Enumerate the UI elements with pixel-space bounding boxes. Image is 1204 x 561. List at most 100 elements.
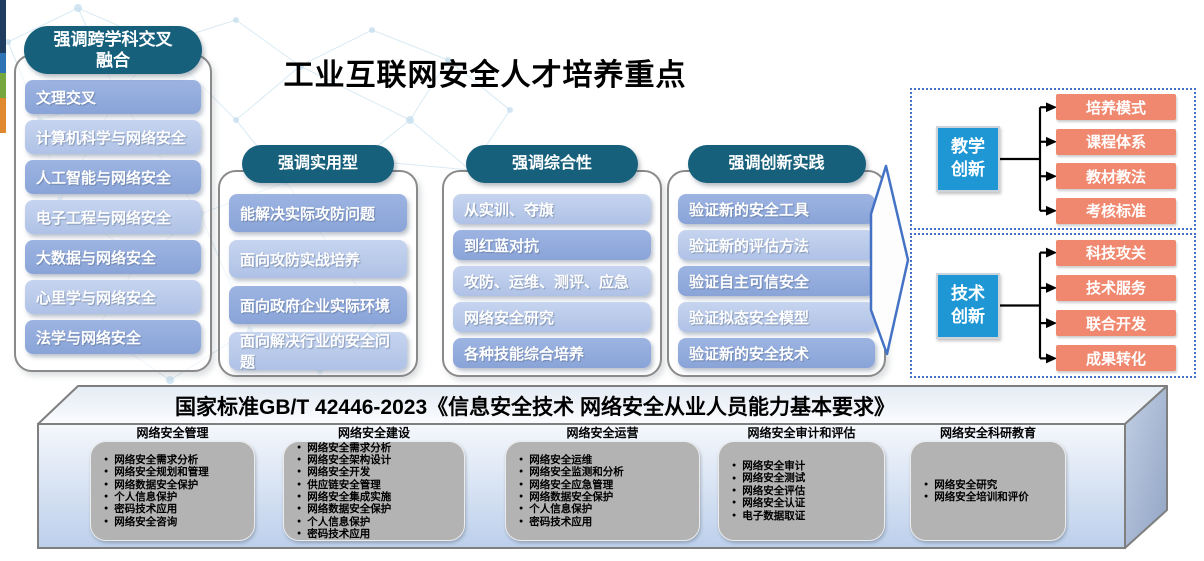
panel-practical: 强调实用型 能解决实际攻防问题面向攻防实战培养面向政府企业实际环境面向解决行业的… [218,145,418,377]
item-list: 文理交叉计算机科学与网络安全人工智能与网络安全电子工程与网络安全大数据与网络安全… [25,80,201,354]
column-header-pill: 强调实用型 [242,145,394,183]
bullet-icon: ● [732,486,737,494]
bullet-icon: ● [297,468,302,476]
column-header-pill: 强调综合性 [466,145,638,183]
item-card: 法学与网络安全 [25,320,201,354]
teaching-innovation-panel: 教学 创新 培养模式课程体系教材教法考核标准 [910,88,1196,230]
bullet-icon: ● [297,530,302,538]
flow-arrow-icon [869,164,910,356]
bullet-icon: ● [104,493,109,501]
list-item: ●个人信息保护 [297,515,371,528]
item-card: 攻防、运维、测评、应急 [453,266,651,296]
list-item: ●网络安全应急管理 [519,478,614,491]
bullet-icon: ● [297,505,302,513]
panel-comprehensive: 强调综合性 从实训、夺旗到红蓝对抗攻防、运维、测评、应急网络安全研究各种技能综合… [442,145,662,377]
list-item: ●密码技术应用 [519,515,593,528]
bullet-icon: ● [297,517,302,525]
bullet-icon: ● [519,455,524,463]
bullet-icon: ● [732,474,737,482]
bullet-icon: ● [924,480,929,488]
item-card: 验证新的安全技术 [678,338,875,368]
outcome-card: 联合开发 [1056,310,1176,337]
bullet-icon: ● [297,480,302,488]
list-item: ●网络安全评估 [732,484,806,497]
item-list: 验证新的安全工具验证新的评估方法验证自主可信安全验证拟态安全模型验证新的安全技术 [678,194,875,368]
group-box: ●网络安全审计●网络安全测试●网络安全评估●网络安全认证●电子数据取证 [718,441,885,541]
item-list: 能解决实际攻防问题面向攻防实战培养面向政府企业实际环境面向解决行业的安全问题 [229,194,407,371]
bullet-icon: ● [104,517,109,525]
bullet-icon: ● [732,511,737,519]
list-item: ●网络数据安全保护 [297,503,392,516]
list-item: ●网络数据安全保护 [104,478,199,491]
bullet-icon: ● [104,505,109,513]
technology-innovation-panel: 技术 创新 科技攻关技术服务联合开发成果转化 [910,233,1196,378]
bullet-icon: ● [519,493,524,501]
group-box: ●网络安全运维●网络安全监测和分析●网络安全应急管理●网络数据安全保护●个人信息… [505,441,700,541]
list-item: ●网络安全运维 [519,453,593,466]
edge-color-stripe [0,0,6,133]
standard-group-management: 网络安全管理 ●网络安全需求分析●网络安全规划和管理●网络数据安全保护●个人信息… [90,424,255,541]
list-item: ●网络安全需求分析 [104,453,199,466]
item-card: 验证新的评估方法 [678,230,875,260]
bullet-icon: ● [924,493,929,501]
item-list: 从实训、夺旗到红蓝对抗攻防、运维、测评、应急网络安全研究各种技能综合培养 [453,194,651,368]
list-item: ●网络安全测试 [732,472,806,485]
outcome-card: 考核标准 [1056,197,1176,224]
group-box: ●网络安全研究●网络安全培训和评价 [910,441,1066,541]
group-header: 网络安全科研教育 [939,426,1036,440]
bullet-icon: ● [732,499,737,507]
list-item: ●网络安全集成实施 [297,491,392,503]
bullet-icon: ● [104,455,109,463]
list-item: ●网络安全审计 [732,460,806,473]
item-card: 心里学与网络安全 [25,280,201,314]
panel-innovation-practice: 强调创新实践 验证新的安全工具验证新的评估方法验证自主可信安全验证拟态安全模型验… [667,145,886,377]
column-header-pill: 强调跨学科交叉 融合 [24,26,202,74]
item-card: 验证拟态安全模型 [678,302,875,332]
standard-group-audit: 网络安全审计和评估 ●网络安全审计●网络安全测试●网络安全评估●网络安全认证●电… [718,424,885,541]
bullet-icon: ● [297,443,302,451]
bullet-icon: ● [519,517,524,525]
outcome-card: 课程体系 [1056,128,1176,155]
outcome-list: 科技攻关技术服务联合开发成果转化 [1056,235,1176,376]
list-item: ●供应链安全管理 [297,478,381,491]
item-card: 从实训、夺旗 [453,194,651,224]
list-item: ●网络安全需求分析 [297,441,392,454]
innovation-label: 教学 创新 [936,126,1000,192]
list-item: ●网络安全规划和管理 [104,466,209,479]
item-card: 能解决实际攻防问题 [229,194,407,232]
list-item: ●电子数据取证 [732,509,806,522]
bullet-icon: ● [297,493,302,501]
list-item: ●网络安全开发 [297,466,371,479]
list-item: ●网络安全认证 [732,497,806,510]
standard-group-construction: 网络安全建设 ●网络安全需求分析●网络安全架构设计●网络安全开发●供应链安全管理… [283,424,465,541]
bullet-icon: ● [104,468,109,476]
list-item: ●网络安全培训和评价 [924,491,1029,503]
item-card: 验证新的安全工具 [678,194,875,224]
bullet-icon: ● [519,505,524,513]
group-header: 网络安全建设 [337,426,410,440]
bullet-icon: ● [104,480,109,488]
item-card: 到红蓝对抗 [453,230,651,260]
group-header: 网络安全管理 [136,426,209,440]
list-item: ●网络数据安全保护 [519,491,614,503]
item-card: 计算机科学与网络安全 [25,120,201,154]
list-item: ●密码技术应用 [297,528,371,541]
outcome-card: 成果转化 [1056,345,1176,372]
panel-interdisciplinary: 强调跨学科交叉 融合 文理交叉计算机科学与网络安全人工智能与网络安全电子工程与网… [14,26,212,372]
outcome-card: 教材教法 [1056,163,1176,190]
connector-lines [1000,102,1057,216]
group-header: 网络安全审计和评估 [747,426,856,440]
standard-title: 国家标准GB/T 42446-2023《信息安全技术 网络安全从业人员能力基本要… [175,396,895,419]
bullet-icon: ● [519,468,524,476]
outcome-card: 科技攻关 [1056,239,1176,266]
bullet-icon: ● [297,455,302,463]
page-title: 工业互联网安全人才培养重点 [283,59,687,92]
list-item: ●个人信息保护 [104,491,178,503]
item-card: 电子工程与网络安全 [25,200,201,234]
group-header: 网络安全运营 [566,426,639,440]
item-card: 面向政府企业实际环境 [229,286,407,324]
list-item: ●网络安全架构设计 [297,453,392,466]
outcome-list: 培养模式课程体系教材教法考核标准 [1056,90,1176,228]
list-item: ●网络安全监测和分析 [519,466,624,479]
